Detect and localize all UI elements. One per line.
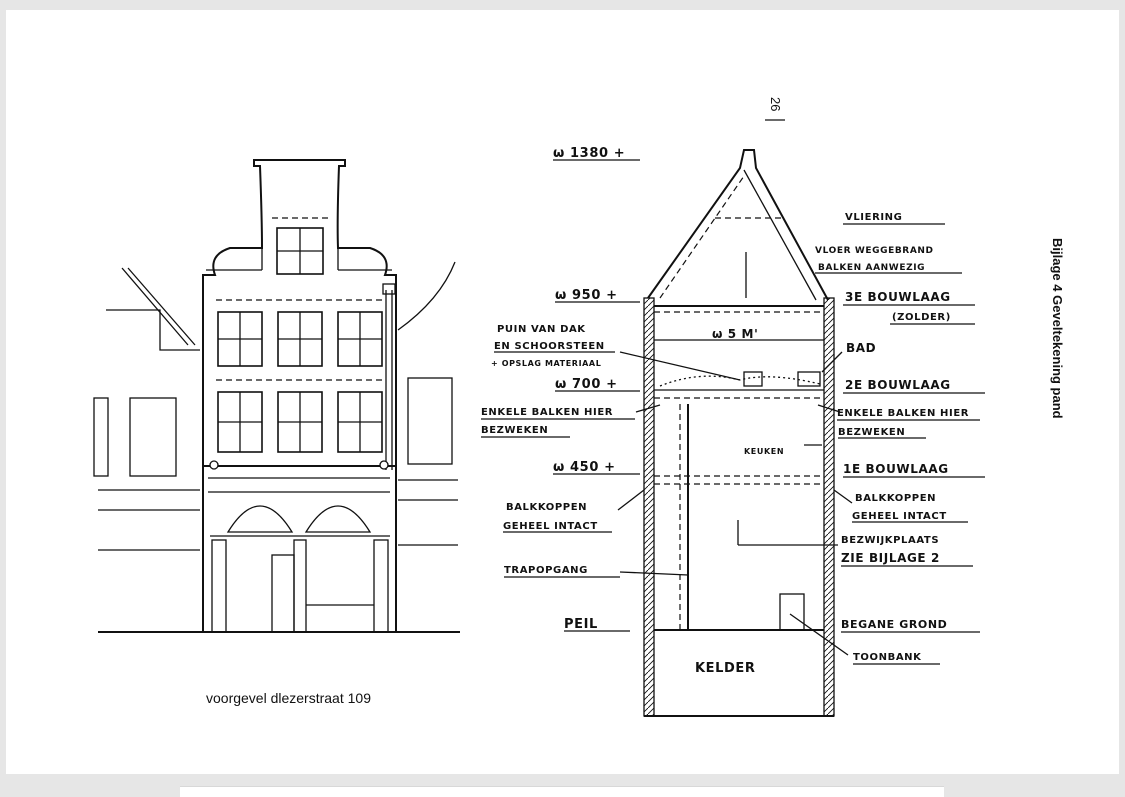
label-toonbank: TOONBANK (853, 652, 922, 663)
label-vliering: VLIERING (845, 212, 902, 223)
labels-left: PUIN VAN DAK EN SCHOORSTEEN + OPSLAG MAT… (481, 324, 613, 576)
label-vloer-2: BALKEN AANWEZIG (818, 263, 925, 273)
width-dimension: ω 5 M' (712, 327, 758, 341)
labels-right: VLIERING VLOER WEGGEBRAND BALKEN AANWEZI… (744, 212, 969, 663)
level-700: ω 700 + (555, 377, 618, 392)
label-keuken: KEUKEN (744, 447, 784, 456)
label-bad: BAD (846, 341, 876, 355)
appendix-side-caption: Bijlage 4 Geveltekening pand (1050, 238, 1065, 419)
label-begane: BEGANE GROND (841, 618, 947, 631)
label-zolder: (ZOLDER) (892, 312, 951, 323)
label-puin-1: PUIN VAN DAK (497, 324, 586, 335)
level-labels: ω 1380 + ω 950 + ω 700 + ω 450 + PEIL (553, 146, 625, 632)
label-balk-right-2: GEHEEL INTACT (852, 511, 947, 522)
label-balk-left-1: BALKKOPPEN (506, 502, 587, 513)
kelder-label: KELDER (695, 661, 756, 676)
label-enkele-left-1: ENKELE BALKEN HIER (481, 407, 613, 418)
section-drawing (617, 149, 853, 717)
level-950: ω 950 + (555, 288, 618, 303)
facade-windows-upper (217, 311, 383, 453)
label-bouw2: 2E BOUWLAAG (845, 378, 951, 392)
label-balk-right-1: BALKKOPPEN (855, 493, 936, 504)
facade-drawing (93, 159, 460, 633)
label-vloer-1: VLOER WEGGEBRAND (815, 246, 934, 256)
facade-caption: voorgevel dlezerstraat 109 (206, 690, 371, 706)
page-number: 26 (768, 97, 783, 111)
document-page (6, 10, 1119, 774)
label-bouw1: 1E BOUWLAAG (843, 462, 949, 476)
label-balk-left-2: GEHEEL INTACT (503, 521, 598, 532)
label-bezwijk-1: BEZWIJKPLAATS (841, 535, 939, 546)
label-bouw3: 3E BOUWLAAG (845, 290, 951, 304)
label-underlines (481, 159, 985, 665)
level-1380: ω 1380 + (553, 146, 625, 161)
level-450: ω 450 + (553, 460, 616, 475)
label-trap: TRAPOPGANG (504, 565, 588, 576)
label-puin-2: EN SCHOORSTEEN (494, 341, 605, 352)
label-enkele-left-2: BEZWEKEN (481, 425, 548, 436)
level-peil: PEIL (564, 617, 598, 632)
label-enkele-right-1: ENKELE BALKEN HIER (837, 408, 969, 419)
label-puin-3: + OPSLAG MATERIAAL (491, 359, 601, 368)
label-enkele-right-2: BEZWEKEN (838, 427, 905, 438)
label-bezwijk-2: ZIE BIJLAGE 2 (841, 551, 940, 565)
